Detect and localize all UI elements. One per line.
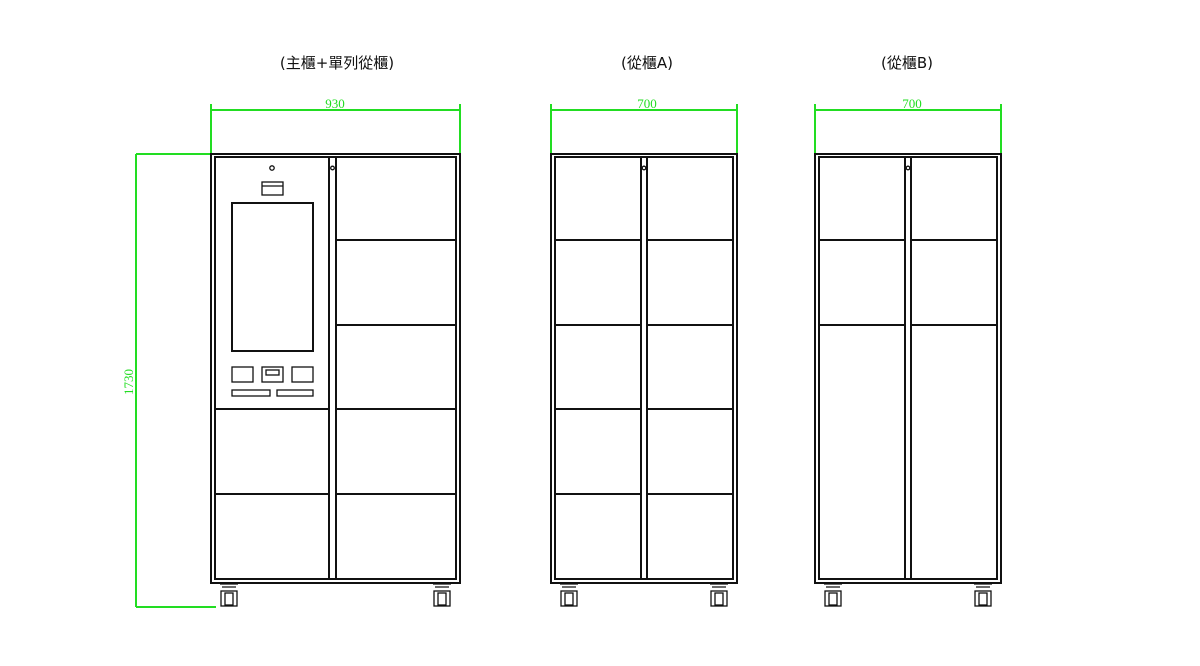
slave-cabinet-a (550, 153, 738, 607)
caster-mount (710, 583, 728, 588)
caster-mount (560, 583, 578, 588)
card-reader-slot (265, 369, 280, 376)
scanner-button (291, 366, 314, 383)
cabinet-outer-frame (550, 153, 738, 584)
height-label: 1730 (121, 369, 136, 395)
caster-tire (828, 592, 838, 606)
caster-wheel (974, 583, 992, 607)
height-dimension: 1730 (121, 153, 216, 608)
caster-body (824, 590, 842, 607)
caster-tire (564, 592, 574, 606)
caster-tire (437, 592, 447, 606)
caster-wheel (433, 583, 451, 607)
caster-tire (978, 592, 988, 606)
lock-icon (641, 165, 647, 171)
caster-tire (714, 592, 724, 606)
caster-body (220, 590, 238, 607)
slave-cabinet-b (814, 153, 1002, 607)
slave-b-title: (從櫃B) (881, 54, 933, 72)
caster-mount (974, 583, 992, 588)
main-width-label: 930 (325, 96, 345, 111)
caster-tire (224, 592, 234, 606)
caster-mount (433, 583, 451, 588)
caster-mount (824, 583, 842, 588)
cabinet-inner-frame (818, 156, 998, 580)
slave-b-width-label: 700 (902, 96, 922, 111)
cabinet-outer-frame (814, 153, 1002, 584)
keypad-button (231, 366, 254, 383)
slave-a-title: (從櫃A) (621, 54, 673, 72)
caster-body (710, 590, 728, 607)
printer-slot (261, 181, 284, 196)
lock-icon (905, 165, 911, 171)
cabinet-outer-frame (210, 153, 461, 584)
coin-slot (231, 389, 271, 397)
camera-icon (269, 165, 275, 171)
center-divider (328, 157, 337, 579)
caster-body (433, 590, 451, 607)
caster-wheel (220, 583, 238, 607)
center-divider (640, 157, 648, 579)
main-cabinet (210, 153, 461, 607)
caster-body (560, 590, 578, 607)
slave-a-width-label: 700 (637, 96, 657, 111)
caster-wheel (560, 583, 578, 607)
caster-body (974, 590, 992, 607)
main-width-dimension: 930 (210, 96, 461, 154)
caster-mount (220, 583, 238, 588)
lock-icon (330, 165, 335, 171)
caster-wheel (824, 583, 842, 607)
slave-b-width-dimension: 700 (814, 96, 1002, 154)
center-divider (904, 157, 912, 579)
slave-a-width-dimension: 700 (550, 96, 738, 154)
caster-wheel (710, 583, 728, 607)
touch-screen (231, 202, 314, 352)
card-reader (261, 366, 284, 383)
main-cabinet-title: (主櫃+單列從櫃) (280, 54, 394, 72)
cabinet-inner-frame (554, 156, 734, 580)
bill-slot (276, 389, 314, 397)
